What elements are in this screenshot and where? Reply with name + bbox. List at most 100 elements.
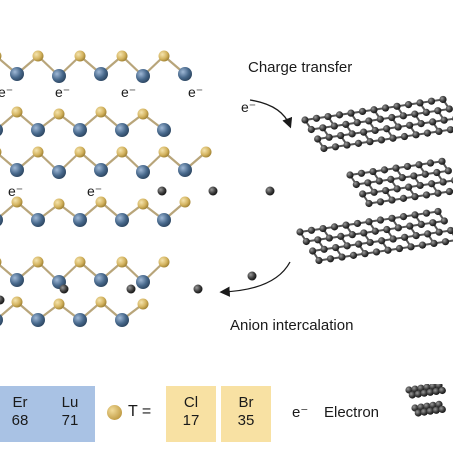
carbon-atom bbox=[412, 131, 420, 139]
metal-atom bbox=[73, 313, 87, 327]
carbon-atom bbox=[426, 407, 434, 415]
carbon-atom bbox=[432, 406, 440, 414]
carbon-atom bbox=[335, 111, 344, 119]
anion-atom bbox=[0, 52, 2, 60]
carbon-atom bbox=[349, 251, 358, 259]
electron-symbol: e⁻ bbox=[121, 84, 136, 100]
carbon-atom bbox=[441, 238, 450, 246]
free-anion bbox=[265, 186, 275, 196]
carbon-atom bbox=[438, 405, 446, 413]
carbon-atom bbox=[426, 388, 434, 396]
carbon-atom bbox=[403, 162, 412, 171]
anion-atom bbox=[0, 148, 2, 156]
carbon-atom bbox=[348, 130, 356, 138]
carbon-atom bbox=[377, 136, 386, 144]
graphene-sheet bbox=[405, 384, 446, 399]
carbon-atom bbox=[417, 120, 425, 128]
carbon-atom bbox=[400, 132, 409, 141]
carbon-atom bbox=[314, 135, 322, 143]
carbon-atom bbox=[434, 189, 442, 197]
carbon-atom bbox=[407, 243, 415, 251]
carbon-atom bbox=[307, 125, 315, 134]
metal-atom bbox=[115, 213, 129, 227]
carbon-atom bbox=[387, 175, 395, 183]
metal-atom bbox=[73, 213, 87, 227]
graphene-legend-icon bbox=[405, 384, 446, 417]
free-anion bbox=[59, 284, 69, 294]
carbon-atom bbox=[376, 216, 385, 224]
crystal-layer bbox=[0, 296, 149, 327]
carbon-atom bbox=[416, 181, 424, 190]
carbon-atom bbox=[376, 198, 385, 206]
carbon-atom bbox=[440, 217, 448, 225]
electron-symbol-legend: e⁻ bbox=[292, 404, 309, 421]
metal-atom bbox=[94, 67, 108, 81]
carbon-atom bbox=[337, 232, 345, 240]
anion-atom bbox=[95, 106, 107, 118]
metal-atom bbox=[94, 163, 108, 177]
carbon-atom bbox=[382, 186, 390, 195]
carbon-atom bbox=[296, 228, 304, 236]
anion-atom bbox=[32, 50, 44, 62]
carbon-atom bbox=[314, 236, 322, 244]
metal-atom bbox=[73, 123, 87, 137]
atomic-number: 71 bbox=[61, 412, 79, 429]
metal-atom bbox=[52, 165, 66, 179]
anion-atom bbox=[95, 296, 107, 308]
legend-tile-cl: Cl 17 bbox=[166, 386, 216, 442]
carbon-atom bbox=[360, 128, 368, 136]
metal-atom bbox=[178, 163, 192, 177]
carbon-atom bbox=[365, 117, 373, 125]
anion-atom bbox=[11, 106, 23, 118]
carbon-atom bbox=[406, 222, 414, 230]
carbon-atom bbox=[395, 244, 404, 253]
anion-atom bbox=[11, 196, 23, 208]
carbon-atom bbox=[394, 224, 402, 232]
carbon-atom bbox=[394, 123, 402, 131]
metal-atom bbox=[31, 213, 45, 227]
electron-symbol: e⁻ bbox=[87, 183, 102, 199]
carbon-atom bbox=[319, 124, 327, 132]
crystal-layer bbox=[0, 256, 170, 289]
carbon-atom bbox=[426, 159, 435, 167]
crystal-layer bbox=[0, 50, 192, 83]
carbon-atom bbox=[359, 190, 367, 198]
t-equals-label: T = bbox=[128, 403, 152, 420]
anion-atom bbox=[74, 146, 86, 158]
carbon-atom bbox=[434, 107, 442, 115]
carbon-atom bbox=[330, 122, 338, 130]
electron-symbol: e⁻ bbox=[8, 183, 23, 199]
carbon-atom bbox=[435, 127, 443, 135]
carbon-atom bbox=[319, 224, 327, 233]
carbon-atom bbox=[411, 110, 419, 118]
metal-atom bbox=[157, 213, 171, 227]
metal-atom bbox=[178, 67, 192, 81]
layered-crystal bbox=[0, 50, 212, 327]
carbon-atom bbox=[371, 126, 379, 135]
carbon-atom bbox=[427, 97, 436, 105]
carbon-atom bbox=[406, 121, 414, 129]
carbon-atom bbox=[372, 248, 381, 256]
carbon-atom bbox=[354, 139, 363, 147]
carbon-atom bbox=[444, 167, 452, 175]
carbon-atom bbox=[315, 256, 323, 265]
carbon-atom bbox=[398, 174, 406, 182]
graphene-sheet bbox=[411, 400, 446, 417]
element-symbol: Cl bbox=[183, 394, 199, 411]
carbon-atom bbox=[320, 245, 328, 253]
anion-atom bbox=[32, 256, 44, 268]
carbon-atom bbox=[330, 223, 339, 231]
electron-symbol: e⁻ bbox=[188, 84, 203, 100]
carbon-atom bbox=[366, 238, 374, 247]
carbon-atom bbox=[370, 106, 378, 114]
anion-atom bbox=[95, 196, 107, 208]
carbon-atom bbox=[393, 185, 401, 193]
metal-atom bbox=[136, 275, 150, 289]
carbon-atom bbox=[423, 129, 432, 137]
carbon-atom bbox=[440, 116, 448, 124]
carbon-atom bbox=[414, 390, 422, 398]
legend-tile-lu: Lu 71 bbox=[45, 386, 95, 442]
metal-atom bbox=[10, 163, 24, 177]
atomic-number: 35 bbox=[237, 412, 255, 429]
